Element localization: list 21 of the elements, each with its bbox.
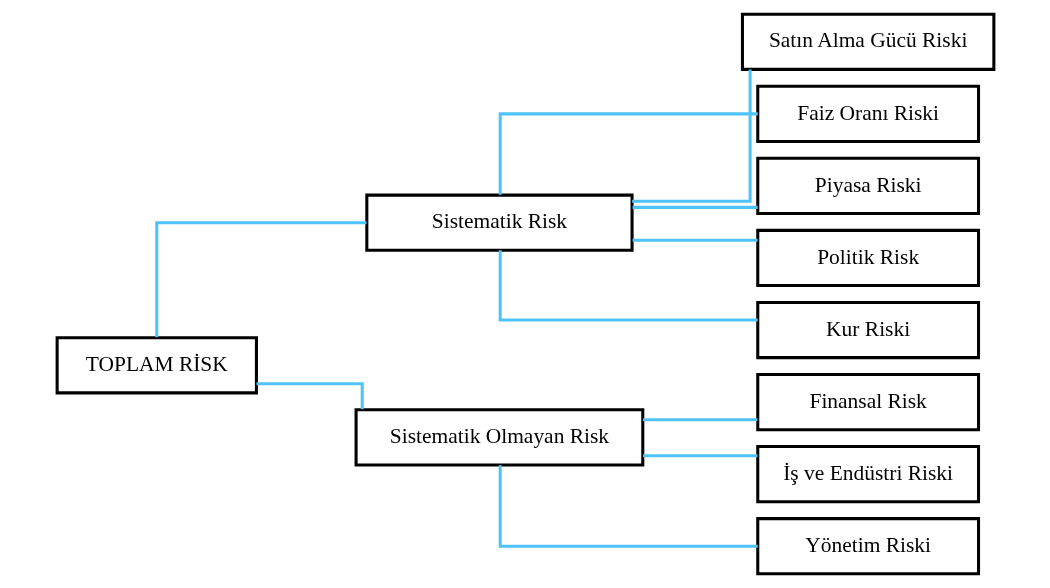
node-box: İş ve Endüstri Riski bbox=[755, 445, 980, 504]
connector bbox=[498, 465, 758, 548]
connector bbox=[642, 418, 757, 422]
connector bbox=[631, 69, 752, 203]
connector bbox=[498, 112, 758, 195]
connector bbox=[642, 454, 757, 458]
node-box: Finansal Risk bbox=[755, 372, 980, 432]
connector bbox=[632, 238, 758, 242]
connector bbox=[154, 221, 366, 338]
node-box: Kur Riski bbox=[755, 300, 980, 360]
node-box: Sistematik Risk bbox=[364, 193, 634, 252]
node-box: Yönetim Riski bbox=[755, 517, 980, 576]
node-box: TOPLAM RİSK bbox=[55, 336, 258, 395]
node-box: Sistematik Olmayan Risk bbox=[354, 408, 644, 467]
node-box: Satın Alma Gücü Riski bbox=[740, 12, 995, 71]
connector bbox=[256, 382, 364, 410]
connector bbox=[498, 250, 758, 322]
connector bbox=[632, 205, 758, 209]
node-box: Faiz Oranı Riski bbox=[755, 84, 980, 143]
node-box: Piyasa Riski bbox=[755, 156, 980, 216]
node-box: Politik Risk bbox=[755, 228, 980, 288]
